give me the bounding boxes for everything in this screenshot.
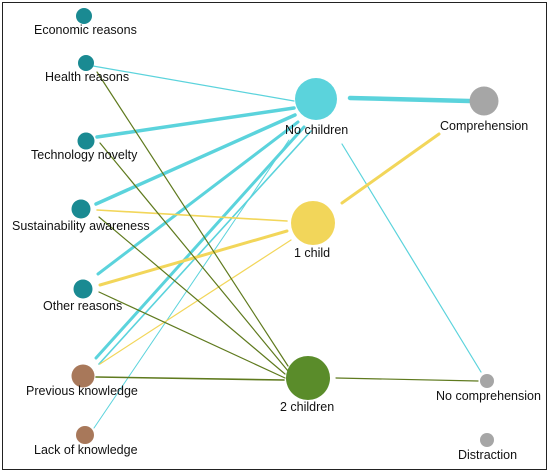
edge-nochildren-comprehension	[347, 95, 472, 104]
edge-technology-twochildren	[99, 142, 289, 372]
labels: Economic reasons Health reasons Technolo…	[12, 23, 541, 462]
label-lack: Lack of knowledge	[34, 443, 138, 457]
edge-other-onechild	[98, 229, 289, 287]
edge-sustainability-nochildren	[94, 113, 297, 206]
node-one-child	[291, 201, 335, 245]
label-comprehension: Comprehension	[440, 119, 528, 133]
edges	[92, 65, 482, 429]
edge-lack-nochildren	[93, 139, 290, 429]
label-health: Health reasons	[45, 70, 129, 84]
node-other	[73, 279, 93, 299]
label-other: Other reasons	[43, 299, 122, 313]
label-economic: Economic reasons	[34, 23, 137, 37]
node-distraction	[480, 433, 494, 447]
node-lack	[76, 426, 94, 444]
edge-other-nochildren	[96, 120, 300, 276]
label-technology: Technology novelty	[31, 148, 138, 162]
node-no-comprehension	[480, 374, 494, 388]
node-health	[78, 55, 94, 71]
edge-previous-onechild	[99, 239, 292, 365]
edge-health-nochildren	[92, 65, 295, 102]
node-no-children	[295, 78, 337, 120]
edge-previous-twochildren	[95, 376, 285, 381]
node-technology	[77, 132, 95, 150]
edge-twochildren-nocomprehension	[335, 377, 479, 382]
label-one-child: 1 child	[294, 246, 330, 260]
label-previous: Previous knowledge	[26, 384, 138, 398]
label-sustainability: Sustainability awareness	[12, 219, 150, 233]
edge-sustainability-onechild	[96, 209, 288, 222]
edge-nochildren-nocomprehension	[341, 143, 482, 373]
label-no-comprehension: No comprehension	[436, 389, 541, 403]
edge-sustainability-twochildren	[98, 216, 286, 375]
node-previous	[71, 364, 95, 388]
label-distraction: Distraction	[458, 448, 517, 462]
edge-previous-nochildren-b	[98, 130, 312, 365]
node-two-children	[286, 356, 330, 400]
edge-health-twochildren	[96, 71, 289, 367]
node-comprehension	[469, 86, 499, 116]
label-no-children: No children	[285, 123, 348, 137]
node-economic	[76, 8, 92, 24]
edge-onechild-comprehension	[340, 132, 441, 205]
edge-previous-nochildren-a	[94, 125, 306, 360]
edge-technology-nochildren	[95, 106, 296, 139]
nodes	[71, 8, 499, 447]
label-two-children: 2 children	[280, 400, 334, 414]
node-sustainability	[71, 199, 91, 219]
edge-other-twochildren	[98, 291, 286, 379]
